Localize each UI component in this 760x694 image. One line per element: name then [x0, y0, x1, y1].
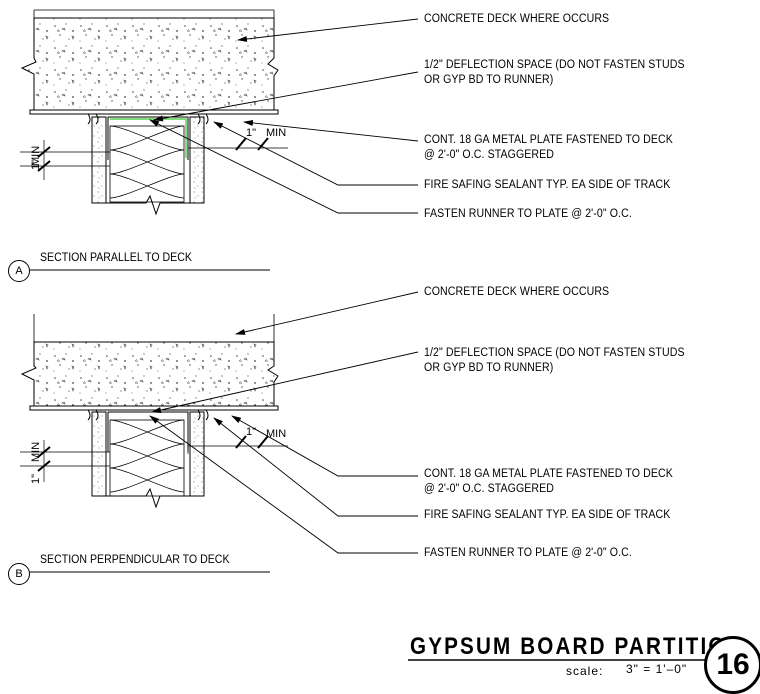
leader-b4: [213, 417, 418, 517]
dim-a-vert-min: MIN: [30, 145, 42, 166]
leader-a2: [153, 71, 419, 122]
dim-a-horiz: 1": [246, 127, 257, 139]
leader-b1: [235, 291, 419, 335]
concrete-deck: [20, 17, 279, 111]
note-b-deflection-1: 1/2" DEFLECTION SPACE (DO NOT FASTEN STU…: [424, 347, 685, 359]
section-bubble-b: B: [8, 563, 30, 585]
dim-b-horiz-min: MIN: [266, 428, 287, 440]
metal-plate: [29, 109, 279, 115]
note-b-fasten: FASTEN RUNNER TO PLATE @ 2'-0" O.C.: [424, 547, 632, 559]
note-a-plate-1: CONT. 18 GA METAL PLATE FASTENED TO DECK: [424, 134, 673, 146]
note-b-plate-2: @ 2'-0" O.C. STAGGERED: [424, 483, 555, 495]
leader-b3: [231, 415, 418, 477]
note-b-deflection-2: OR GYP BD TO RUNNER): [424, 362, 554, 374]
note-a-sealant: FIRE SAFING SEALANT TYP. EA SIDE OF TRAC…: [424, 179, 671, 191]
leader-a5: [149, 119, 418, 214]
leader-b2: [151, 351, 419, 413]
gyp-board-right-b: [189, 411, 205, 497]
sheet-number-badge: 16: [704, 636, 760, 694]
detail-b-section: [20, 291, 419, 573]
dim-a-horiz-min: MIN: [266, 127, 287, 139]
section-title-b: SECTION PERPENDICULAR TO DECK: [40, 554, 230, 566]
gyp-board-right: [189, 116, 205, 204]
dim-b-horiz: 1": [246, 426, 257, 438]
section-bubble-a: A: [8, 260, 30, 282]
note-a-plate-2: @ 2'-0" O.C. STAGGERED: [424, 149, 555, 161]
leader-a3: [243, 119, 419, 142]
gyp-board-left-b: [91, 411, 107, 497]
note-a-deflection-1: 1/2" DEFLECTION SPACE (DO NOT FASTEN STU…: [424, 59, 685, 71]
drawing-title: GYPSUM BOARD PARTITION: [410, 633, 744, 660]
leader-a1: [237, 18, 419, 42]
note-b-concrete: CONCRETE DECK WHERE OCCURS: [424, 286, 610, 298]
gyp-board-left: [91, 116, 107, 204]
note-a-concrete: CONCRETE DECK WHERE OCCURS: [424, 13, 610, 25]
section-title-a: SECTION PARALLEL TO DECK: [40, 252, 192, 264]
dim-b-vert: 1": [30, 473, 42, 484]
detail-a-section: [20, 9, 419, 271]
note-b-plate-1: CONT. 18 GA METAL PLATE FASTENED TO DECK: [424, 468, 673, 480]
scale-label: scale:: [566, 664, 604, 678]
note-a-fasten: FASTEN RUNNER TO PLATE @ 2'-0" O.C.: [424, 208, 632, 220]
note-a-deflection-2: OR GYP BD TO RUNNER): [424, 74, 554, 86]
concrete-deck-b: [20, 341, 279, 407]
scale-value: 3" = 1'–0": [626, 662, 688, 676]
leader-b5: [149, 415, 418, 554]
metal-plate-b: [29, 405, 279, 411]
note-b-sealant: FIRE SAFING SEALANT TYP. EA SIDE OF TRAC…: [424, 509, 671, 521]
dim-b-vert-min: MIN: [30, 441, 42, 462]
leader-a4: [213, 121, 418, 186]
